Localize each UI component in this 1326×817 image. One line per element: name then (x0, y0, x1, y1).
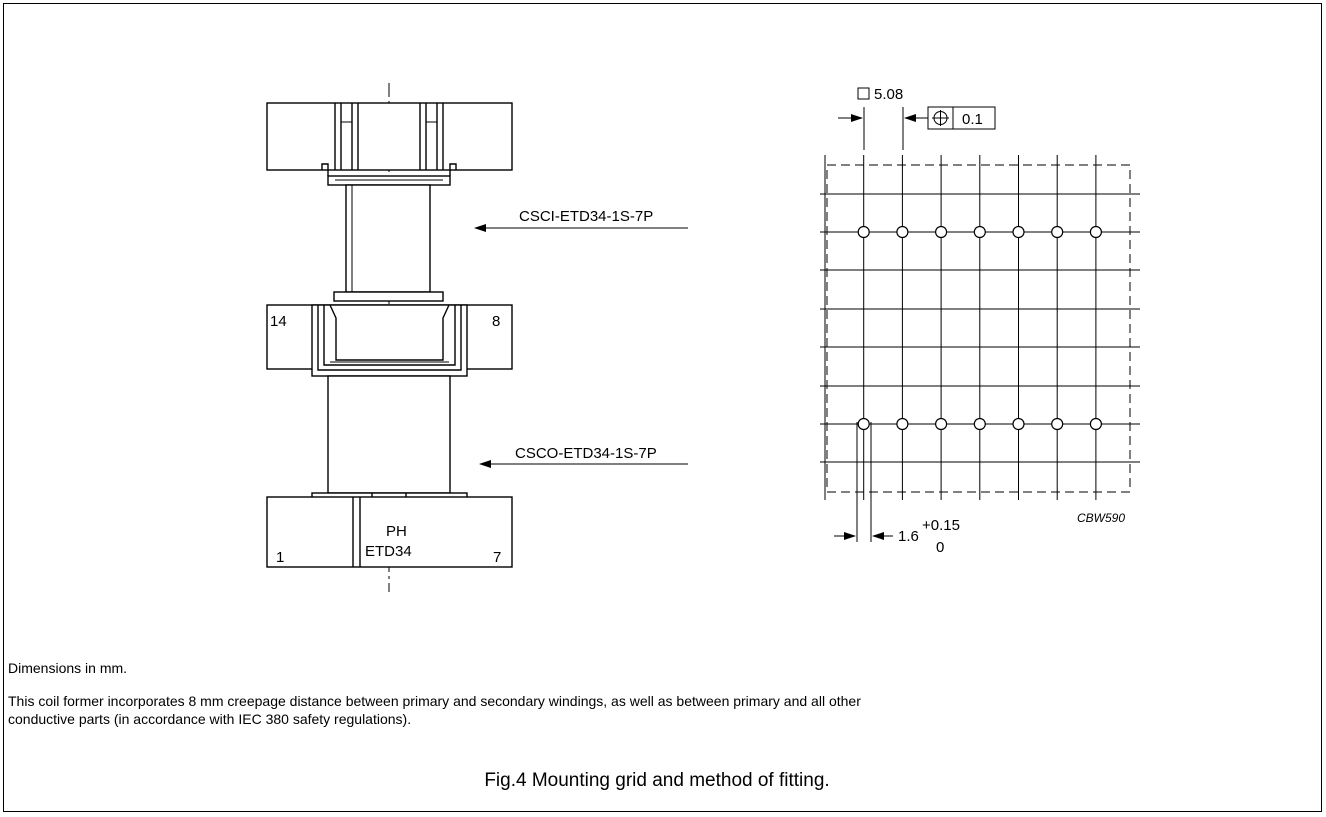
mounting-hole (857, 417, 870, 431)
dimensions-note: Dimensions in mm. (8, 660, 128, 676)
lower-tube (327, 375, 451, 494)
mounting-hole (896, 225, 909, 239)
pin-label-7: 7 (493, 549, 501, 566)
mounting-hole (896, 417, 909, 431)
hole-tolerance-upper: +0.15 (922, 517, 960, 534)
upper-tube (333, 184, 444, 302)
mounting-grid: 5.08 0.1 1.6 +0.15 0 CBW590 (820, 86, 1140, 556)
tolerance-frame (927, 106, 996, 130)
mounting-hole (1089, 225, 1103, 239)
mounting-hole (1051, 225, 1064, 239)
pin-label-14: 14 (270, 313, 287, 330)
marking-etd34: ETD34 (365, 543, 412, 560)
figure-frame (3, 3, 1322, 812)
mounting-hole (934, 417, 948, 431)
middle-flange (266, 304, 513, 377)
square-symbol-icon (857, 87, 870, 100)
mounting-hole (1012, 225, 1025, 239)
marking-ph: PH (386, 523, 407, 540)
creepage-note: This coil former incorporates 8 mm creep… (8, 693, 861, 727)
grid-lines (820, 155, 1140, 500)
pin-label-8: 8 (492, 313, 500, 330)
grid-pitch-value: 5.08 (874, 86, 903, 103)
mounting-hole (973, 225, 986, 239)
mounting-hole (934, 225, 948, 239)
mounting-hole (1012, 417, 1025, 431)
mounting-hole (1051, 417, 1064, 431)
mounting-hole (973, 417, 986, 431)
hole-tolerance-lower: 0 (936, 539, 944, 556)
position-tolerance-value: 0.1 (962, 111, 983, 128)
base (266, 492, 513, 568)
lower-part-label: CSCO-ETD34-1S-7P (515, 445, 657, 462)
figure-caption-wrap: Fig.4 Mounting grid and method of fittin… (0, 770, 1326, 792)
top-cap (266, 102, 513, 186)
hole-pattern (857, 225, 1103, 431)
figure-caption: Fig.4 Mounting grid and method of fittin… (484, 770, 830, 791)
upper-part-label: CSCI-ETD34-1S-7P (519, 208, 653, 225)
coil-former-assembly: CSCI-ETD34-1S-7P CSCO-ETD34-1S-7P 14 8 1… (266, 83, 688, 592)
pin-label-1: 1 (276, 549, 284, 566)
hole-diameter-value: 1.6 (898, 528, 919, 545)
drawing-code: CBW590 (1077, 511, 1125, 525)
mounting-hole (857, 225, 870, 239)
grid-outline (826, 164, 1131, 493)
mounting-hole (1089, 417, 1103, 431)
